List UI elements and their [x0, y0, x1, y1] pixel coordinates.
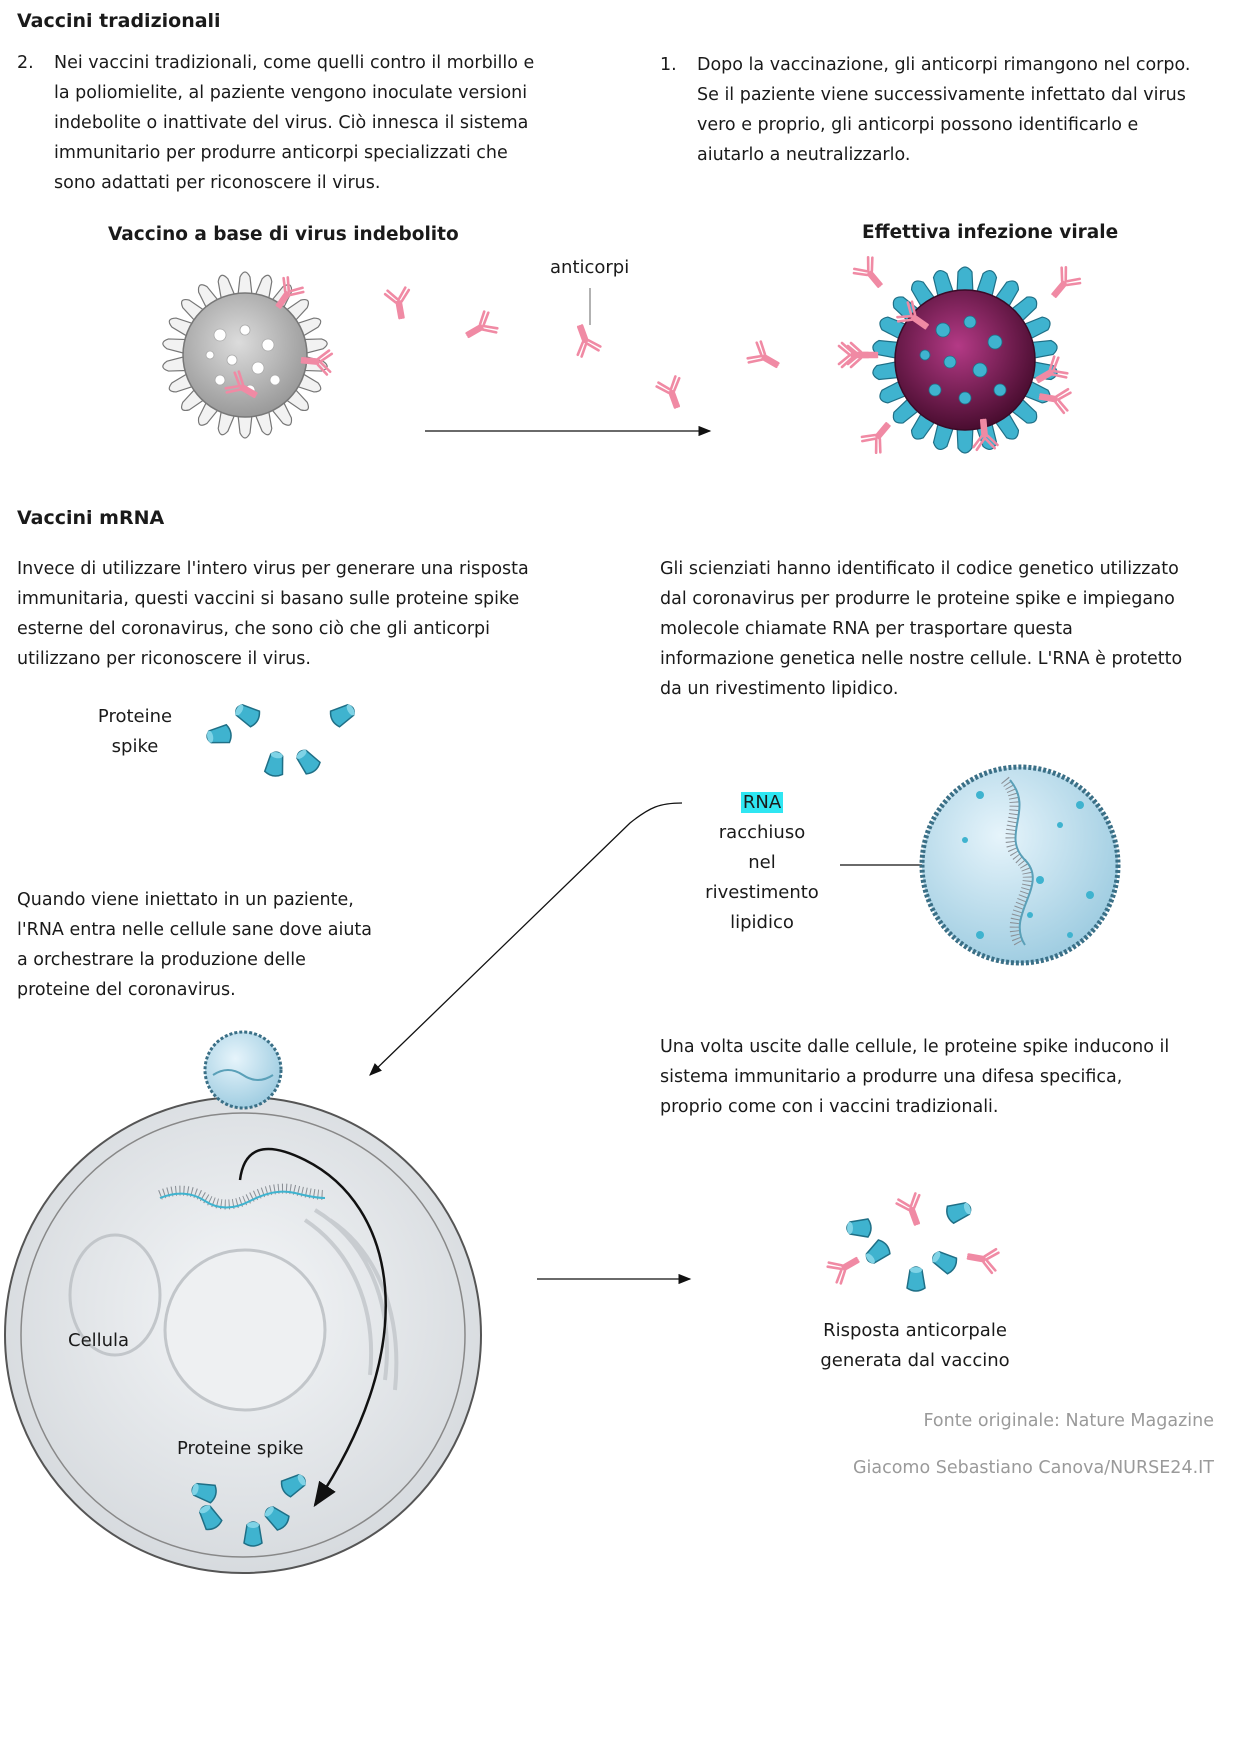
step-number-left: 2. [17, 53, 34, 73]
weak-virus-label: Vaccino a base di virus indebolito [108, 224, 459, 245]
antibody-icon [824, 1248, 865, 1287]
arrow-right-icon [425, 425, 712, 437]
text-line: informazione genetica nelle nostre cellu… [660, 649, 1183, 669]
text-line: proprio come con i vaccini tradizionali. [660, 1097, 999, 1117]
text-line: utilizzano per riconoscere il virus. [17, 649, 311, 669]
antibody-icon [744, 338, 785, 377]
cell-spike-label: Proteine spike [177, 1438, 304, 1459]
text-line: vero e proprio, gli anticorpi possono id… [697, 115, 1139, 135]
text-line: generata dal vaccino [820, 1350, 1010, 1371]
attached-antibodies [846, 254, 1084, 456]
mrna-intro-left: Invece di utilizzare l'intero virus per … [17, 554, 607, 674]
spike-protein-icon [243, 1521, 263, 1547]
text-line: Gli scienziati hanno identificato il cod… [660, 559, 1179, 579]
text-line: l'RNA entra nelle cellule sane dove aiut… [17, 920, 372, 940]
text-line: spike [111, 736, 159, 757]
traditional-step-left: 2. Nei vaccini tradizionali, come quelli… [17, 48, 577, 198]
antibody-icon [460, 308, 501, 347]
spike-protein-icon [327, 699, 359, 730]
text-line: lipidico [730, 912, 794, 933]
rna-highlight: RNA [740, 792, 784, 813]
text-line: esterne del coronavirus, che sono ciò ch… [17, 619, 490, 639]
antibodies-label: anticorpi [550, 257, 630, 278]
text-line: Dopo la vaccinazione, gli anticorpi rima… [697, 55, 1191, 75]
text-line: da un rivestimento lipidico. [660, 679, 899, 699]
text-line: immunitaria, questi vaccini si basano su… [17, 589, 520, 609]
spike-proteins-group [204, 699, 359, 779]
free-antibodies [383, 285, 870, 413]
lipid-nanoparticle-illustration [840, 764, 1121, 966]
text-line: indebolite o inattivate del virus. Ciò i… [54, 113, 529, 133]
text-line: Se il paziente viene successivamente inf… [697, 85, 1186, 105]
section-title-mrna: Vaccini mRNA [17, 507, 165, 529]
section-title-traditional: Vaccini tradizionali [17, 10, 221, 32]
text-line: la poliomielite, al paziente vengono ino… [54, 83, 528, 103]
text-line: aiutarlo a neutralizzarlo. [697, 145, 911, 165]
spike-protein-icon [861, 1237, 893, 1269]
mrna-intro-right: Gli scienziati hanno identificato il cod… [660, 554, 1235, 704]
after-cell-text: Una volta uscite dalle cellule, le prote… [660, 1032, 1230, 1122]
spike-protein-icon [291, 745, 323, 777]
weakened-virus-illustration [162, 271, 334, 439]
rna-lipid-label: RNA racchiuso nel rivestimento lipidico [697, 788, 827, 938]
source-credit: Fonte originale: Nature Magazine [923, 1411, 1214, 1431]
real-infection-label: Effettiva infezione virale [862, 222, 1119, 243]
antibody-icon [654, 374, 690, 413]
text-line: immunitario per produrre anticorpi speci… [54, 143, 508, 163]
spike-protein-icon [943, 1198, 975, 1225]
spike-protein-icon [846, 1218, 872, 1238]
text-line: a orchestrare la produzione delle [17, 950, 306, 970]
cell-illustration [4, 1030, 482, 1574]
spike-proteins-label: Proteine spike [85, 702, 185, 762]
spike-protein-icon [906, 1266, 926, 1292]
spike-protein-icon [263, 749, 287, 779]
arrow-right-icon [537, 1273, 692, 1285]
antibody-icon [894, 1191, 930, 1230]
text-line: Una volta uscite dalle cellule, le prote… [660, 1037, 1170, 1057]
text-line: Nei vaccini tradizionali, come quelli co… [54, 53, 535, 73]
antibody-icon [383, 285, 415, 322]
arrow-to-cell-icon [369, 802, 683, 1076]
text-line: rivestimento [705, 882, 819, 903]
spike-protein-icon [928, 1246, 960, 1277]
text-line: sistema immunitario a produrre una difes… [660, 1067, 1123, 1087]
text-line: dal coronavirus per produrre le proteine… [660, 589, 1175, 609]
cell-label: Cellula [68, 1330, 130, 1351]
author-credit: Giacomo Sebastiano Canova/NURSE24.IT [852, 1458, 1214, 1478]
antibody-icon [964, 1243, 1001, 1275]
antibody-icon [567, 320, 603, 359]
traditional-step-right: 1. Dopo la vaccinazione, gli anticorpi r… [660, 50, 1230, 170]
text-line: racchiuso [718, 822, 806, 843]
spike-protein-icon [231, 699, 263, 730]
spike-protein-icon [204, 723, 234, 747]
response-label: Risposta anticorpale generata dal vaccin… [810, 1316, 1020, 1376]
antibody-response-group [824, 1191, 1001, 1292]
text-line: molecole chiamate RNA per trasportare qu… [660, 619, 1073, 639]
text-line: Quando viene iniettato in un paziente, [17, 890, 354, 910]
step-number-right: 1. [660, 55, 677, 75]
text-line: sono adattati per riconoscere il virus. [54, 173, 381, 193]
injection-text: Quando viene iniettato in un paziente, l… [17, 885, 417, 1005]
text-line: Risposta anticorpale [823, 1320, 1007, 1341]
text-line: nel [748, 852, 776, 873]
text-line: proteine del coronavirus. [17, 980, 236, 1000]
text-line: Proteine [97, 706, 173, 727]
text-line: Invece di utilizzare l'intero virus per … [17, 559, 529, 579]
